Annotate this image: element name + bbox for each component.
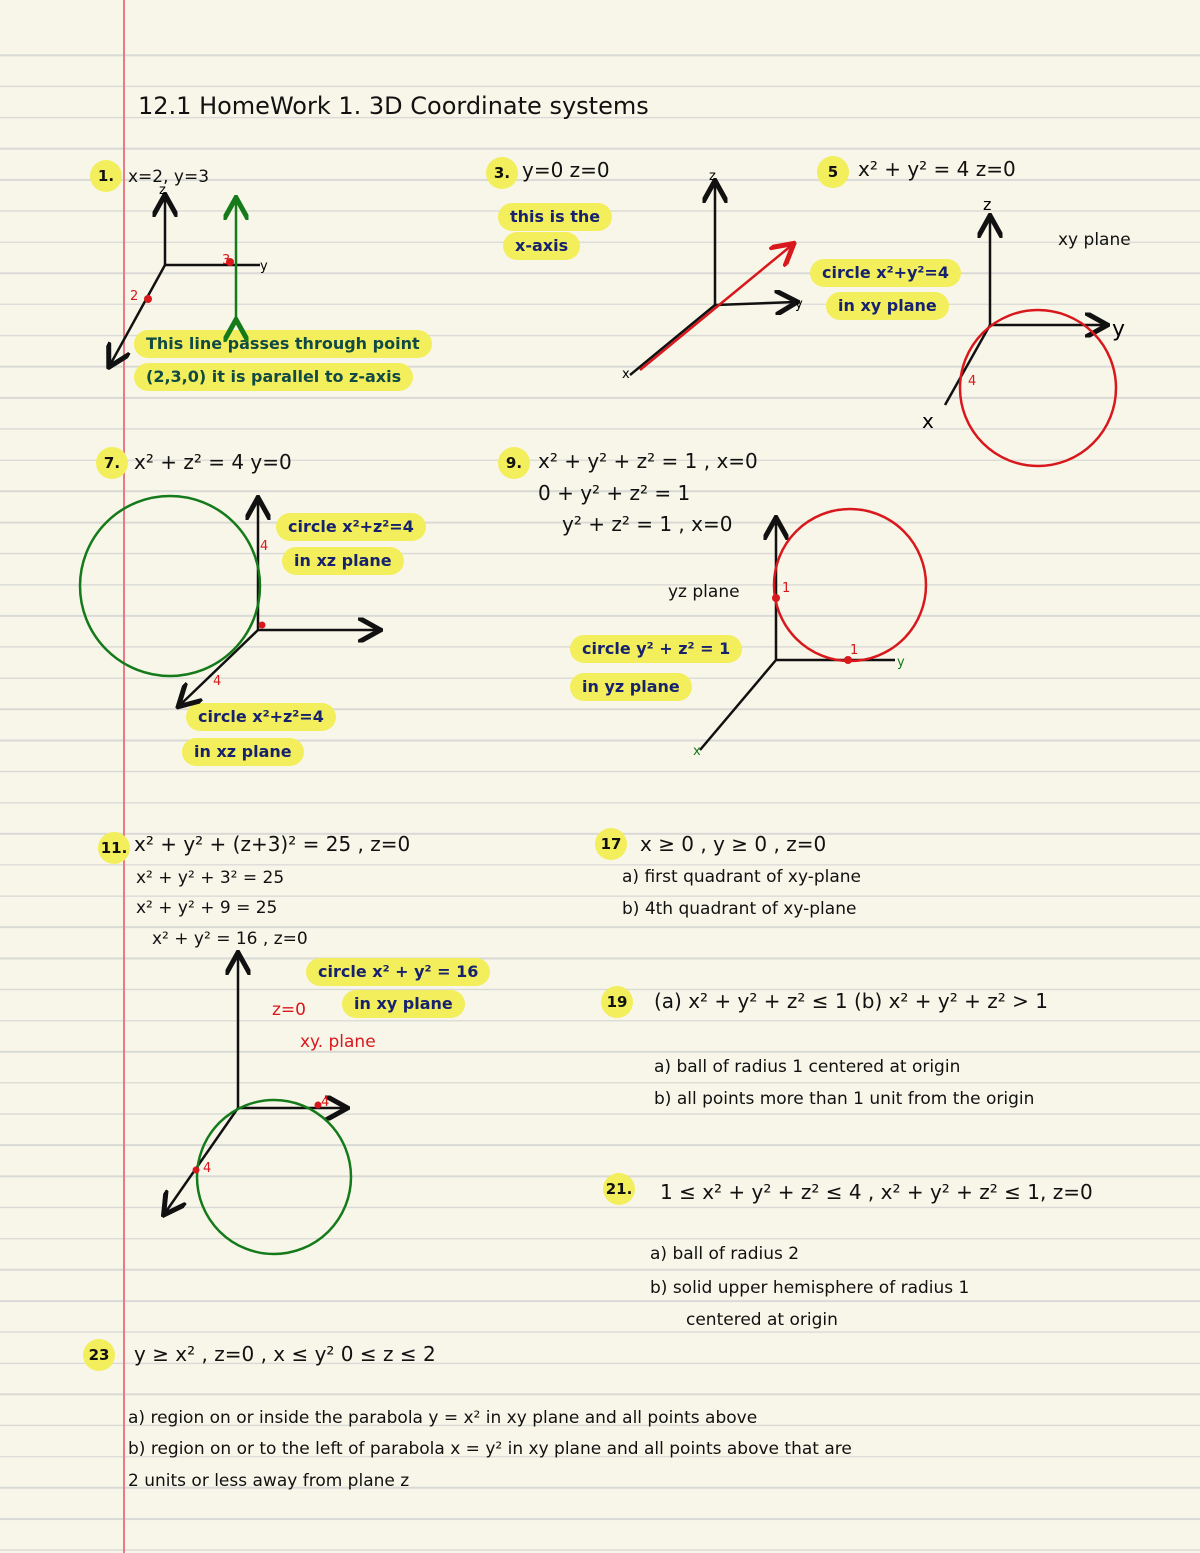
axis-label: z: [983, 195, 991, 214]
point-label: 4: [203, 1161, 211, 1176]
point-label: 4: [968, 374, 976, 389]
answer: a) region on or inside the parabola y = …: [128, 1408, 758, 1428]
x-axis: [629, 304, 716, 376]
equation: x=2, y=3: [128, 167, 210, 187]
plane-label: yz plane: [668, 582, 740, 602]
note: this is the: [498, 203, 613, 231]
equation: x² + y² + (z+3)² = 25 , z=0: [134, 832, 411, 856]
axis-label: x: [693, 744, 701, 759]
answer: b) 4th quadrant of xy-plane: [622, 899, 857, 919]
x-axis: [180, 629, 259, 705]
problem-number: 19: [601, 986, 633, 1018]
answer: b) solid upper hemisphere of radius 1: [650, 1278, 970, 1298]
answer: a) ball of radius 1 centered at origin: [654, 1057, 961, 1077]
equation: 1 ≤ x² + y² + z² ≤ 4 , x² + y² + z² ≤ 1,…: [660, 1180, 1093, 1204]
circle: [78, 494, 262, 678]
circle: [958, 308, 1118, 468]
axis-label: y: [260, 259, 268, 274]
note: (2,3,0) it is parallel to z-axis: [134, 363, 414, 391]
y-axis: [714, 302, 795, 305]
axis-label: y: [1112, 317, 1125, 342]
equation: x² + y² + z² = 1 , x=0: [538, 449, 758, 473]
equation: 0 + y² + z² = 1: [538, 481, 691, 505]
note: in xz plane: [182, 738, 304, 766]
equation: x² + y² + 9 = 25: [136, 898, 278, 918]
equation: y ≥ x² , z=0 , x ≤ y² 0 ≤ z ≤ 2: [134, 1342, 436, 1366]
axis-label: x: [922, 409, 934, 433]
circle: [772, 507, 928, 663]
problem-number: 11.: [98, 832, 130, 864]
note: in yz plane: [570, 673, 692, 701]
point: [772, 594, 780, 602]
red-annotation: z=0: [272, 1000, 306, 1020]
problem-number: 23: [83, 1339, 115, 1371]
note: circle x² + y² = 16: [306, 958, 491, 986]
point: [844, 656, 852, 664]
equation: x ≥ 0 , y ≥ 0 , z=0: [640, 832, 827, 856]
note: in xz plane: [282, 547, 404, 575]
x-axis: [110, 264, 167, 365]
equation: x² + y² = 16 , z=0: [152, 929, 308, 949]
problem-number: 9.: [498, 447, 530, 479]
note: x-axis: [503, 232, 581, 260]
x-axis: [943, 324, 992, 406]
circle: [195, 1098, 353, 1256]
note: circle x²+z²=4: [276, 513, 426, 541]
note: circle x²+y²=4: [810, 259, 961, 287]
point-label: 4: [321, 1095, 329, 1110]
x-axis: [699, 659, 777, 751]
margin-line: [123, 0, 125, 1553]
problem-number: 7.: [96, 447, 128, 479]
problem-number: 3.: [486, 157, 518, 189]
axis-label: z: [709, 169, 716, 184]
x-axis-highlight: [639, 245, 792, 371]
answer: a) ball of radius 2: [650, 1244, 800, 1264]
point-label: 4: [260, 539, 268, 554]
red-annotation: xy. plane: [300, 1032, 376, 1052]
equation: x² + y² + 3² = 25: [136, 868, 285, 888]
answer: 2 units or less away from plane z: [128, 1471, 410, 1491]
point: [226, 258, 234, 266]
axis-label: y: [897, 655, 905, 670]
axis-label: x: [622, 367, 630, 382]
point-label: 4: [213, 674, 221, 689]
plane-label: xy plane: [1058, 230, 1131, 250]
note: circle x²+z²=4: [186, 703, 336, 731]
note: in xy plane: [342, 990, 465, 1018]
equation: x² + z² = 4 y=0: [134, 450, 292, 474]
note: circle y² + z² = 1: [570, 635, 743, 663]
note: This line passes through point: [134, 330, 432, 358]
point-label: 2: [130, 289, 138, 304]
x-axis: [165, 1107, 240, 1213]
point-label: 1: [782, 581, 790, 596]
axis-label: z: [159, 183, 166, 198]
answer: a) first quadrant of xy-plane: [622, 867, 862, 887]
answer: b) region on or to the left of parabola …: [128, 1439, 852, 1459]
equation: (a) x² + y² + z² ≤ 1 (b) x² + y² + z² > …: [654, 989, 1048, 1013]
problem-number: 5: [817, 156, 849, 188]
axis-label: y: [795, 297, 803, 312]
answer: b) all points more than 1 unit from the …: [654, 1089, 1035, 1109]
point: [192, 1166, 200, 1174]
point: [314, 1101, 322, 1109]
equation: y=0 z=0: [522, 158, 610, 182]
answer: centered at origin: [686, 1310, 838, 1330]
point-label: 3: [222, 253, 230, 268]
problem-number: 1.: [90, 160, 122, 192]
equation: y² + z² = 1 , x=0: [562, 512, 733, 536]
problem-number: 17: [595, 828, 627, 860]
note: in xy plane: [826, 292, 949, 320]
point: [144, 295, 152, 303]
point: [258, 621, 266, 629]
page-title: 12.1 HomeWork 1. 3D Coordinate systems: [138, 92, 649, 120]
problem-number: 21.: [603, 1173, 635, 1205]
point-label: 1: [850, 643, 858, 658]
equation: x² + y² = 4 z=0: [858, 157, 1016, 181]
